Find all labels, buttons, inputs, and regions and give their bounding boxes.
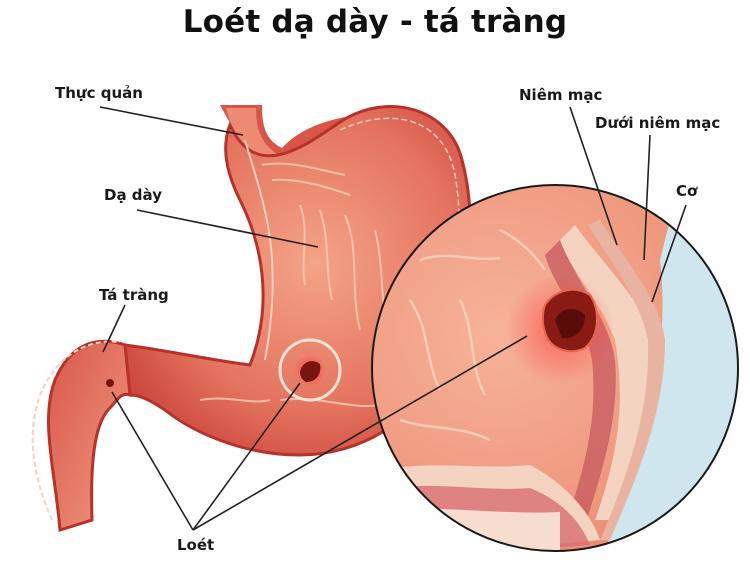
leader-lines — [99, 106, 687, 531]
leader-line-ulcer-label — [111, 391, 194, 531]
leader-line-stomach-label — [136, 209, 319, 248]
leader-line-ulcer-label — [192, 382, 301, 531]
magnified-cross-section — [371, 184, 739, 552]
leader-line-mucosa-label — [569, 106, 618, 246]
label-ulcer: Loét — [177, 536, 215, 554]
leader-line-muscle-label — [651, 204, 687, 303]
label-submucosa: Dưới niêm mạc — [595, 114, 721, 132]
duodenum-shape — [47, 339, 132, 532]
ulcer-highlight-ring — [278, 338, 342, 402]
diagram-title: Loét dạ dày - tá tràng — [182, 4, 568, 40]
leader-line-ulcer-label — [192, 335, 528, 531]
gastric-ulcer — [300, 361, 321, 382]
duodenal-ulcer — [106, 379, 114, 387]
leader-line-submucosa-label — [643, 134, 651, 261]
leader-line-duodenum-label — [102, 304, 126, 353]
label-duodenum: Tá tràng — [99, 286, 169, 304]
label-esophagus: Thực quản — [55, 84, 143, 102]
label-stomach: Dạ dày — [104, 186, 162, 204]
leader-line-esophagus-label — [99, 106, 244, 136]
label-muscle: Cơ — [676, 182, 698, 200]
label-mucosa: Niêm mạc — [519, 86, 603, 104]
